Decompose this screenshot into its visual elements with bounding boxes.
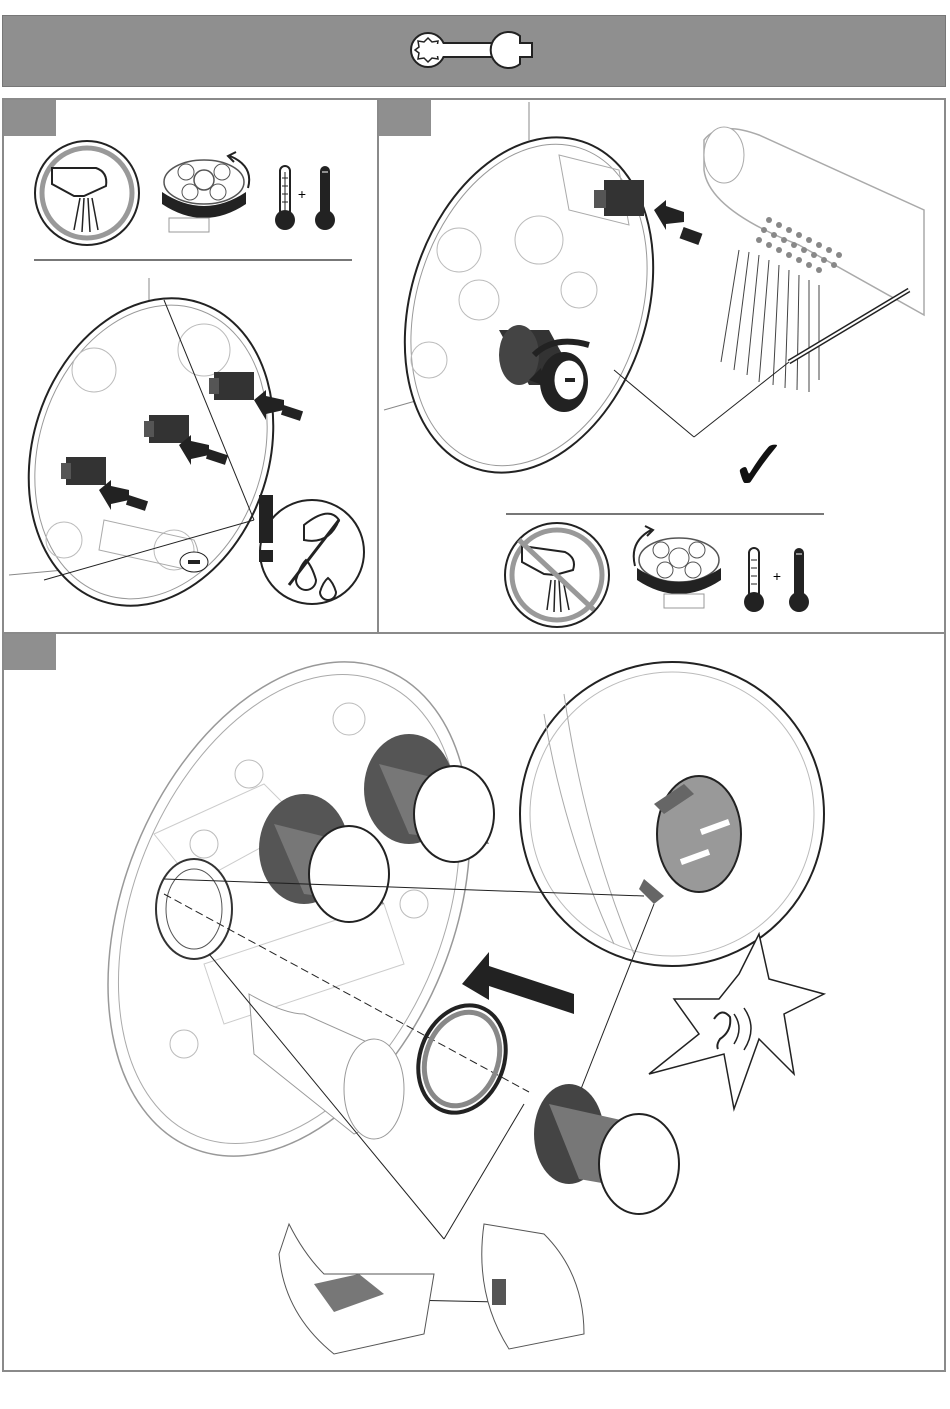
shower-head-illustration <box>704 127 924 392</box>
step-1-panel: + <box>2 98 379 634</box>
push-arrow-icon <box>654 200 702 245</box>
wrench-icon <box>411 32 532 68</box>
cartridge-middle <box>144 415 189 443</box>
plus-sign: + <box>298 186 306 202</box>
step-1-illustration: + <box>4 100 381 636</box>
detail-notch-right <box>482 1224 584 1349</box>
thermometer-hot-icon <box>789 548 809 612</box>
step-2-illustration: ✓ + <box>379 100 948 636</box>
cartridge-top <box>209 372 254 400</box>
thermometer-cold-icon <box>275 166 295 230</box>
turn-counterclockwise-icon <box>634 526 721 608</box>
faucet-stopped-icon <box>505 523 609 627</box>
step-2-panel: ✓ + <box>377 98 946 634</box>
faucet-flowing-icon <box>35 141 139 245</box>
detail-notch-left <box>279 1224 434 1354</box>
thermometer-probe <box>789 290 909 362</box>
valve-plate-illustration <box>4 266 312 636</box>
loose-knob <box>534 1084 679 1214</box>
thermometer-hot-icon <box>315 166 335 230</box>
cartridge-bottom <box>61 457 106 485</box>
header-wrench-graphic <box>0 0 950 100</box>
zoom-detail-circle <box>520 662 824 966</box>
thermometer-cold-icon <box>744 548 764 612</box>
no-grease-icon <box>259 495 364 604</box>
step-3-illustration <box>4 634 948 1374</box>
valve-plate-illustration <box>379 105 694 505</box>
check-mark: ✓ <box>729 423 789 507</box>
valve-plate-illustration <box>39 634 538 1210</box>
step-3-panel <box>2 632 946 1372</box>
turn-clockwise-icon <box>162 152 249 232</box>
plus-sign: + <box>773 568 781 584</box>
